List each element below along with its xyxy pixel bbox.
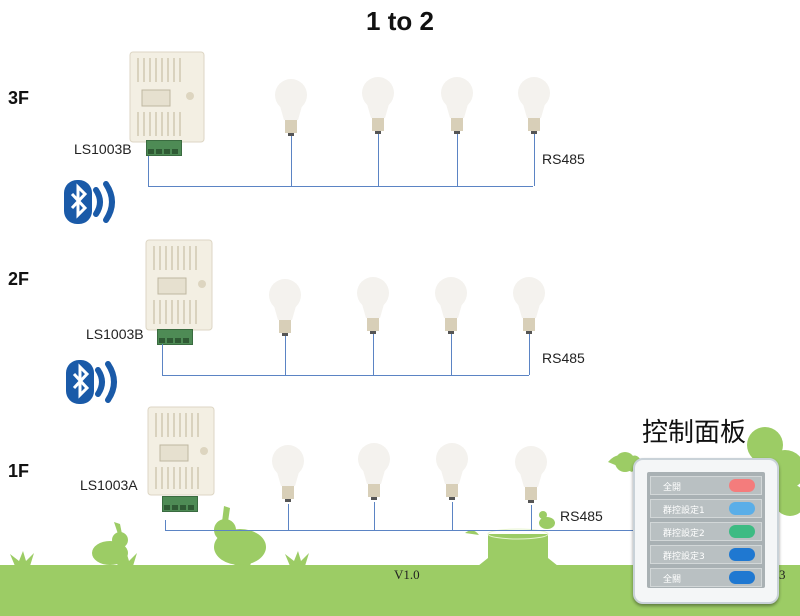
panel-button-indicator — [729, 571, 755, 584]
floor-label-1f: 1F — [8, 461, 30, 481]
model-label-2f: LS1003B — [86, 326, 144, 342]
led-bulb-icon — [514, 445, 548, 507]
controller-device-icon — [147, 406, 215, 496]
panel-button-all-off[interactable]: 全關 — [650, 568, 762, 587]
version-label: V1.0 — [394, 567, 420, 582]
bulb-wire — [452, 502, 453, 530]
page-number: 3 — [779, 567, 786, 582]
rs485-wire-1f — [165, 520, 166, 530]
led-bulb-icon — [434, 276, 468, 338]
led-bulb-icon — [361, 76, 395, 138]
bulb-wire — [374, 502, 375, 530]
panel-button-all-on[interactable]: 全開 — [650, 476, 762, 495]
led-bulb-icon — [435, 442, 469, 504]
controller-device-icon — [145, 239, 213, 331]
panel-button-label: 群控設定3 — [663, 552, 705, 562]
led-bulb-icon — [356, 276, 390, 338]
panel-button-label: 全開 — [663, 483, 682, 493]
panel-button-label: 全關 — [663, 575, 682, 585]
rs485-bus-2f — [162, 375, 529, 376]
tree-stump — [465, 528, 558, 566]
rs485-bus-3f — [148, 186, 533, 187]
led-bulb-icon — [271, 444, 305, 506]
bus-label-2f: RS485 — [542, 350, 585, 366]
rs485-bus-1f — [165, 530, 635, 531]
controller-device-3f — [128, 50, 206, 155]
panel-button-indicator — [729, 548, 755, 561]
led-bulb-icon — [268, 278, 302, 340]
terminal-block-2f — [157, 329, 193, 345]
panel-button-group-2[interactable]: 群控設定2 — [650, 522, 762, 541]
bluetooth-icon — [62, 358, 126, 408]
controller-device-1f — [146, 405, 224, 510]
diagram-title: 1 to 2 — [366, 6, 434, 36]
bulb-wire — [373, 334, 374, 375]
bluetooth-icon — [60, 178, 124, 228]
rs485-wire-3f — [148, 156, 149, 186]
bulb-wire — [451, 334, 452, 375]
control-panel: 全開 群控設定1 群控設定2 群控設定3 全關 — [633, 458, 779, 604]
panel-button-indicator — [729, 502, 755, 515]
control-panel-title: 控制面板 — [642, 417, 747, 447]
bird-silhouette — [539, 511, 555, 529]
controller-device-icon — [129, 51, 205, 143]
control-panel-face: 全開 群控設定1 群控設定2 群控設定3 全關 — [647, 472, 765, 588]
terminal-block-3f — [146, 140, 182, 156]
bulb-wire — [288, 504, 289, 530]
terminal-block-1f — [162, 496, 198, 512]
led-bulb-icon — [440, 76, 474, 138]
bulb-wire — [529, 334, 530, 375]
panel-button-indicator — [729, 479, 755, 492]
model-label-3f: LS1003B — [74, 141, 132, 157]
model-label-1f: LS1003A — [80, 477, 138, 493]
rabbit-small — [92, 522, 128, 565]
led-bulb-icon — [517, 76, 551, 138]
panel-button-indicator — [729, 525, 755, 538]
floor-label-3f: 3F — [8, 88, 30, 108]
led-bulb-icon — [274, 78, 308, 140]
panel-button-group-3[interactable]: 群控設定3 — [650, 545, 762, 564]
bus-label-3f: RS485 — [542, 151, 585, 167]
bulb-wire — [457, 134, 458, 186]
controller-device-2f — [144, 238, 222, 343]
bulb-wire — [285, 336, 286, 375]
panel-button-label: 群控設定1 — [663, 506, 705, 516]
panel-button-group-1[interactable]: 群控設定1 — [650, 499, 762, 518]
led-bulb-icon — [357, 442, 391, 504]
rabbit-large — [214, 506, 266, 565]
led-bulb-icon — [512, 276, 546, 338]
rs485-wire-2f — [162, 344, 163, 375]
panel-button-label: 群控設定2 — [663, 529, 705, 539]
floor-label-2f: 2F — [8, 269, 30, 289]
bulb-wire — [291, 136, 292, 186]
bulb-wire — [531, 505, 532, 530]
bus-label-1f: RS485 — [560, 508, 603, 524]
bulb-wire — [534, 134, 535, 186]
bulb-wire — [378, 134, 379, 186]
